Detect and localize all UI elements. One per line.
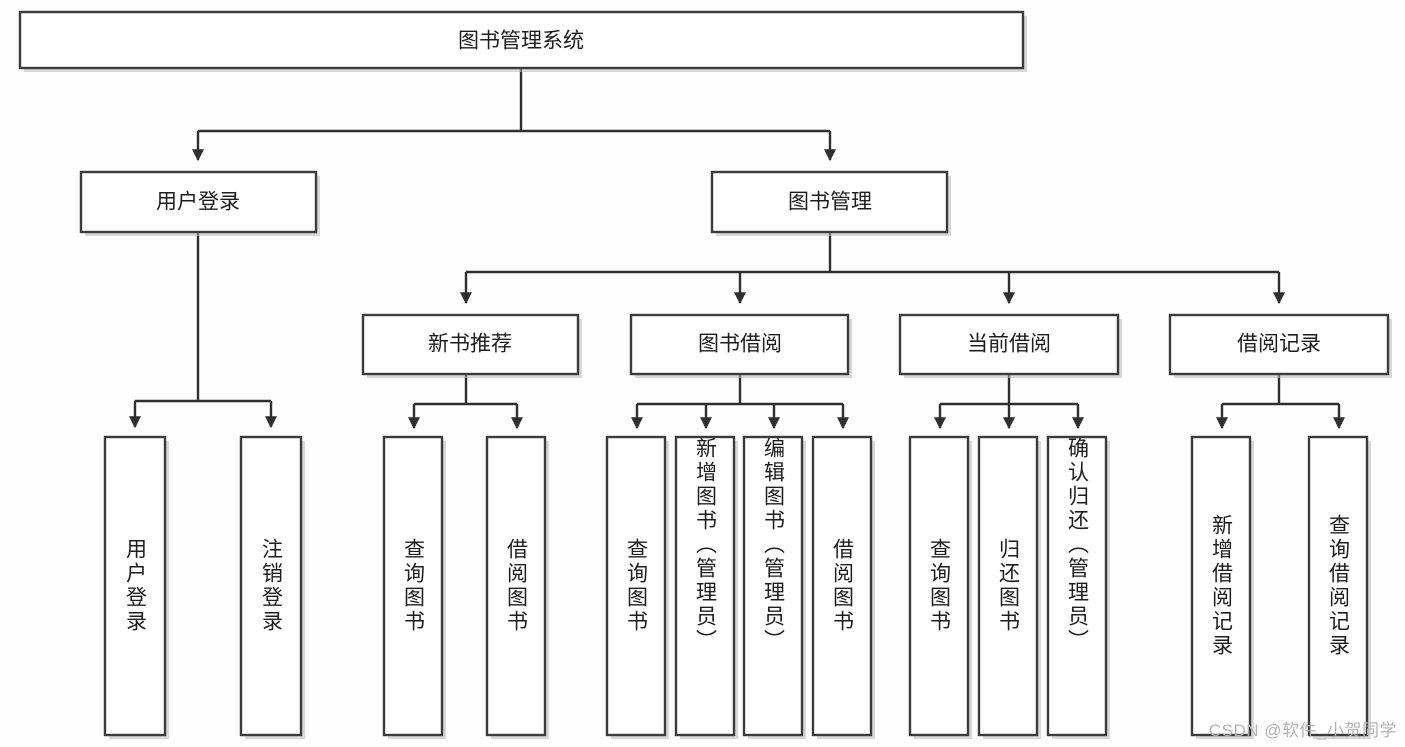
leaf-node-borrow-record-1[interactable] — [1307, 435, 1371, 739]
node-root-label: 图书管理系统 — [458, 30, 584, 53]
node-book-manage-label: 图书管理 — [788, 191, 872, 214]
connector-group-user-login-leaves — [129, 232, 277, 429]
node-new-book-recommend-label: 新书推荐 — [428, 333, 512, 356]
connector-group-current-borrow-leaves — [934, 374, 1084, 430]
csdn-watermark: CSDN @软件_小贺同学 — [1208, 721, 1397, 740]
node-borrow-record-label: 借阅记录 — [1237, 333, 1321, 356]
connector-group-book-manage — [460, 232, 1285, 305]
leaf-node-book-borrow-1[interactable] — [674, 435, 738, 739]
connector-group-book-borrow-leaves — [631, 374, 849, 430]
node-book-manage[interactable]: 图书管理 — [710, 170, 951, 236]
connector-group-borrow-record-leaves — [1216, 374, 1345, 430]
node-current-borrow[interactable]: 当前借阅 — [898, 313, 1122, 378]
leaf-node-new-book-recommend-1[interactable] — [485, 435, 549, 739]
leaf-node-user-login-0[interactable] — [103, 435, 169, 739]
connector-group-new-book-recommend-leaves — [408, 374, 523, 430]
node-root[interactable]: 图书管理系统 — [18, 10, 1027, 72]
leaf-node-user-login-1[interactable] — [239, 435, 305, 739]
node-current-borrow-label: 当前借阅 — [967, 333, 1051, 356]
connector-group-root — [192, 68, 836, 162]
leaf-node-borrow-record-0[interactable] — [1190, 435, 1254, 739]
node-new-book-recommend[interactable]: 新书推荐 — [361, 313, 582, 378]
node-user-login-label: 用户登录 — [156, 191, 240, 214]
leaf-node-current-borrow-2[interactable] — [1046, 435, 1110, 739]
node-borrow-record[interactable]: 借阅记录 — [1168, 313, 1392, 378]
leaf-node-new-book-recommend-0[interactable] — [382, 435, 446, 739]
leaf-node-book-borrow-0[interactable] — [605, 435, 669, 739]
node-user-login[interactable]: 用户登录 — [79, 170, 320, 236]
node-book-borrow[interactable]: 图书借阅 — [629, 313, 852, 378]
leaf-node-book-borrow-3[interactable] — [811, 435, 875, 739]
node-book-borrow-label: 图书借阅 — [698, 333, 782, 356]
leaf-node-current-borrow-0[interactable] — [908, 435, 972, 739]
leaf-node-book-borrow-2[interactable] — [742, 435, 806, 739]
leaf-node-current-borrow-1[interactable] — [977, 435, 1041, 739]
